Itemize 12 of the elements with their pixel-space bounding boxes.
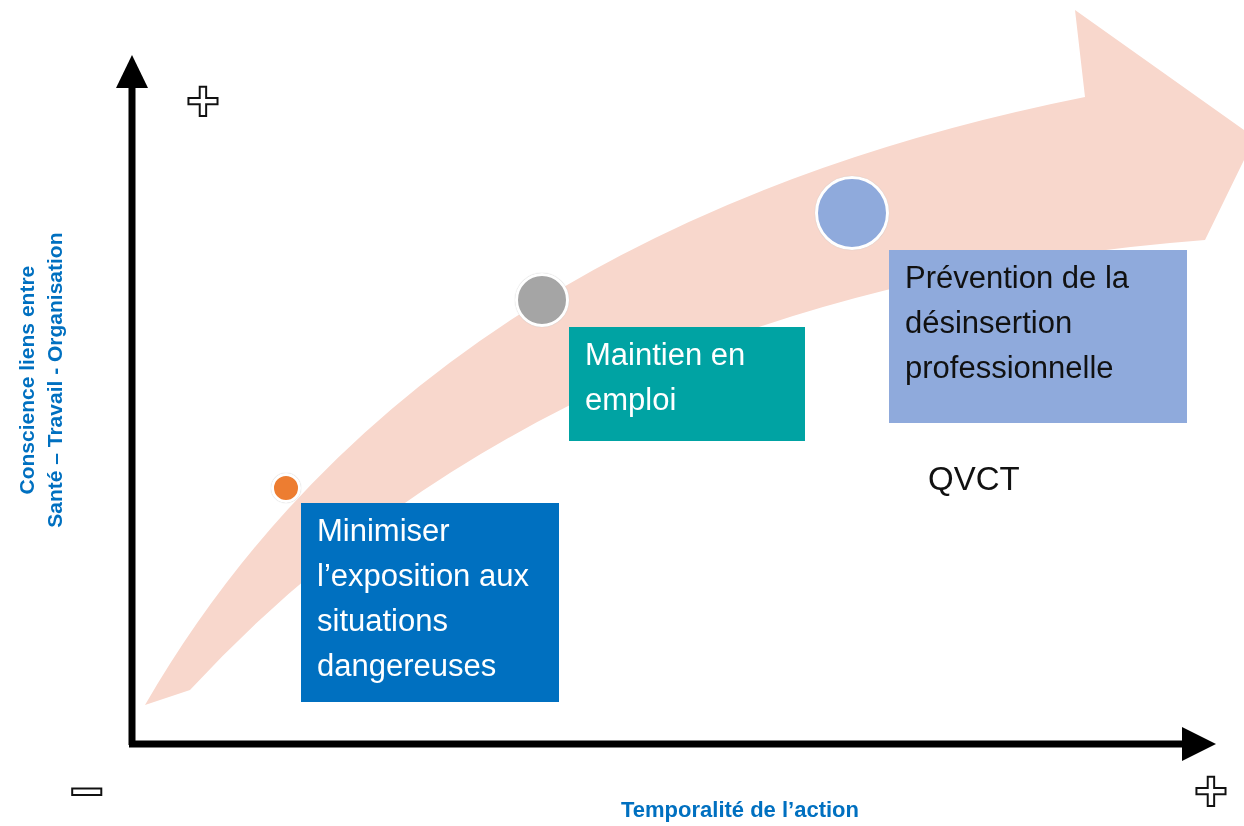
stage-box: Maintien en emploi [569,327,805,441]
axis-title: Santé – Travail - Organisation [41,231,67,530]
stage-box: Minimiser l’exposition aux situations dangereuses [301,503,559,702]
axis-title: Temporalité de l’action [620,796,860,824]
plus-sign: + [186,72,220,130]
milestone-dot [271,473,301,503]
milestone-dot [515,273,569,327]
stage-note: QVCT [928,460,1020,498]
minus-sign: − [70,762,104,820]
plus-sign: + [1194,762,1228,820]
axis-title: Conscience liens entre [13,264,39,497]
stage-box: Prévention de la désinsertion professionnelle [889,250,1187,423]
